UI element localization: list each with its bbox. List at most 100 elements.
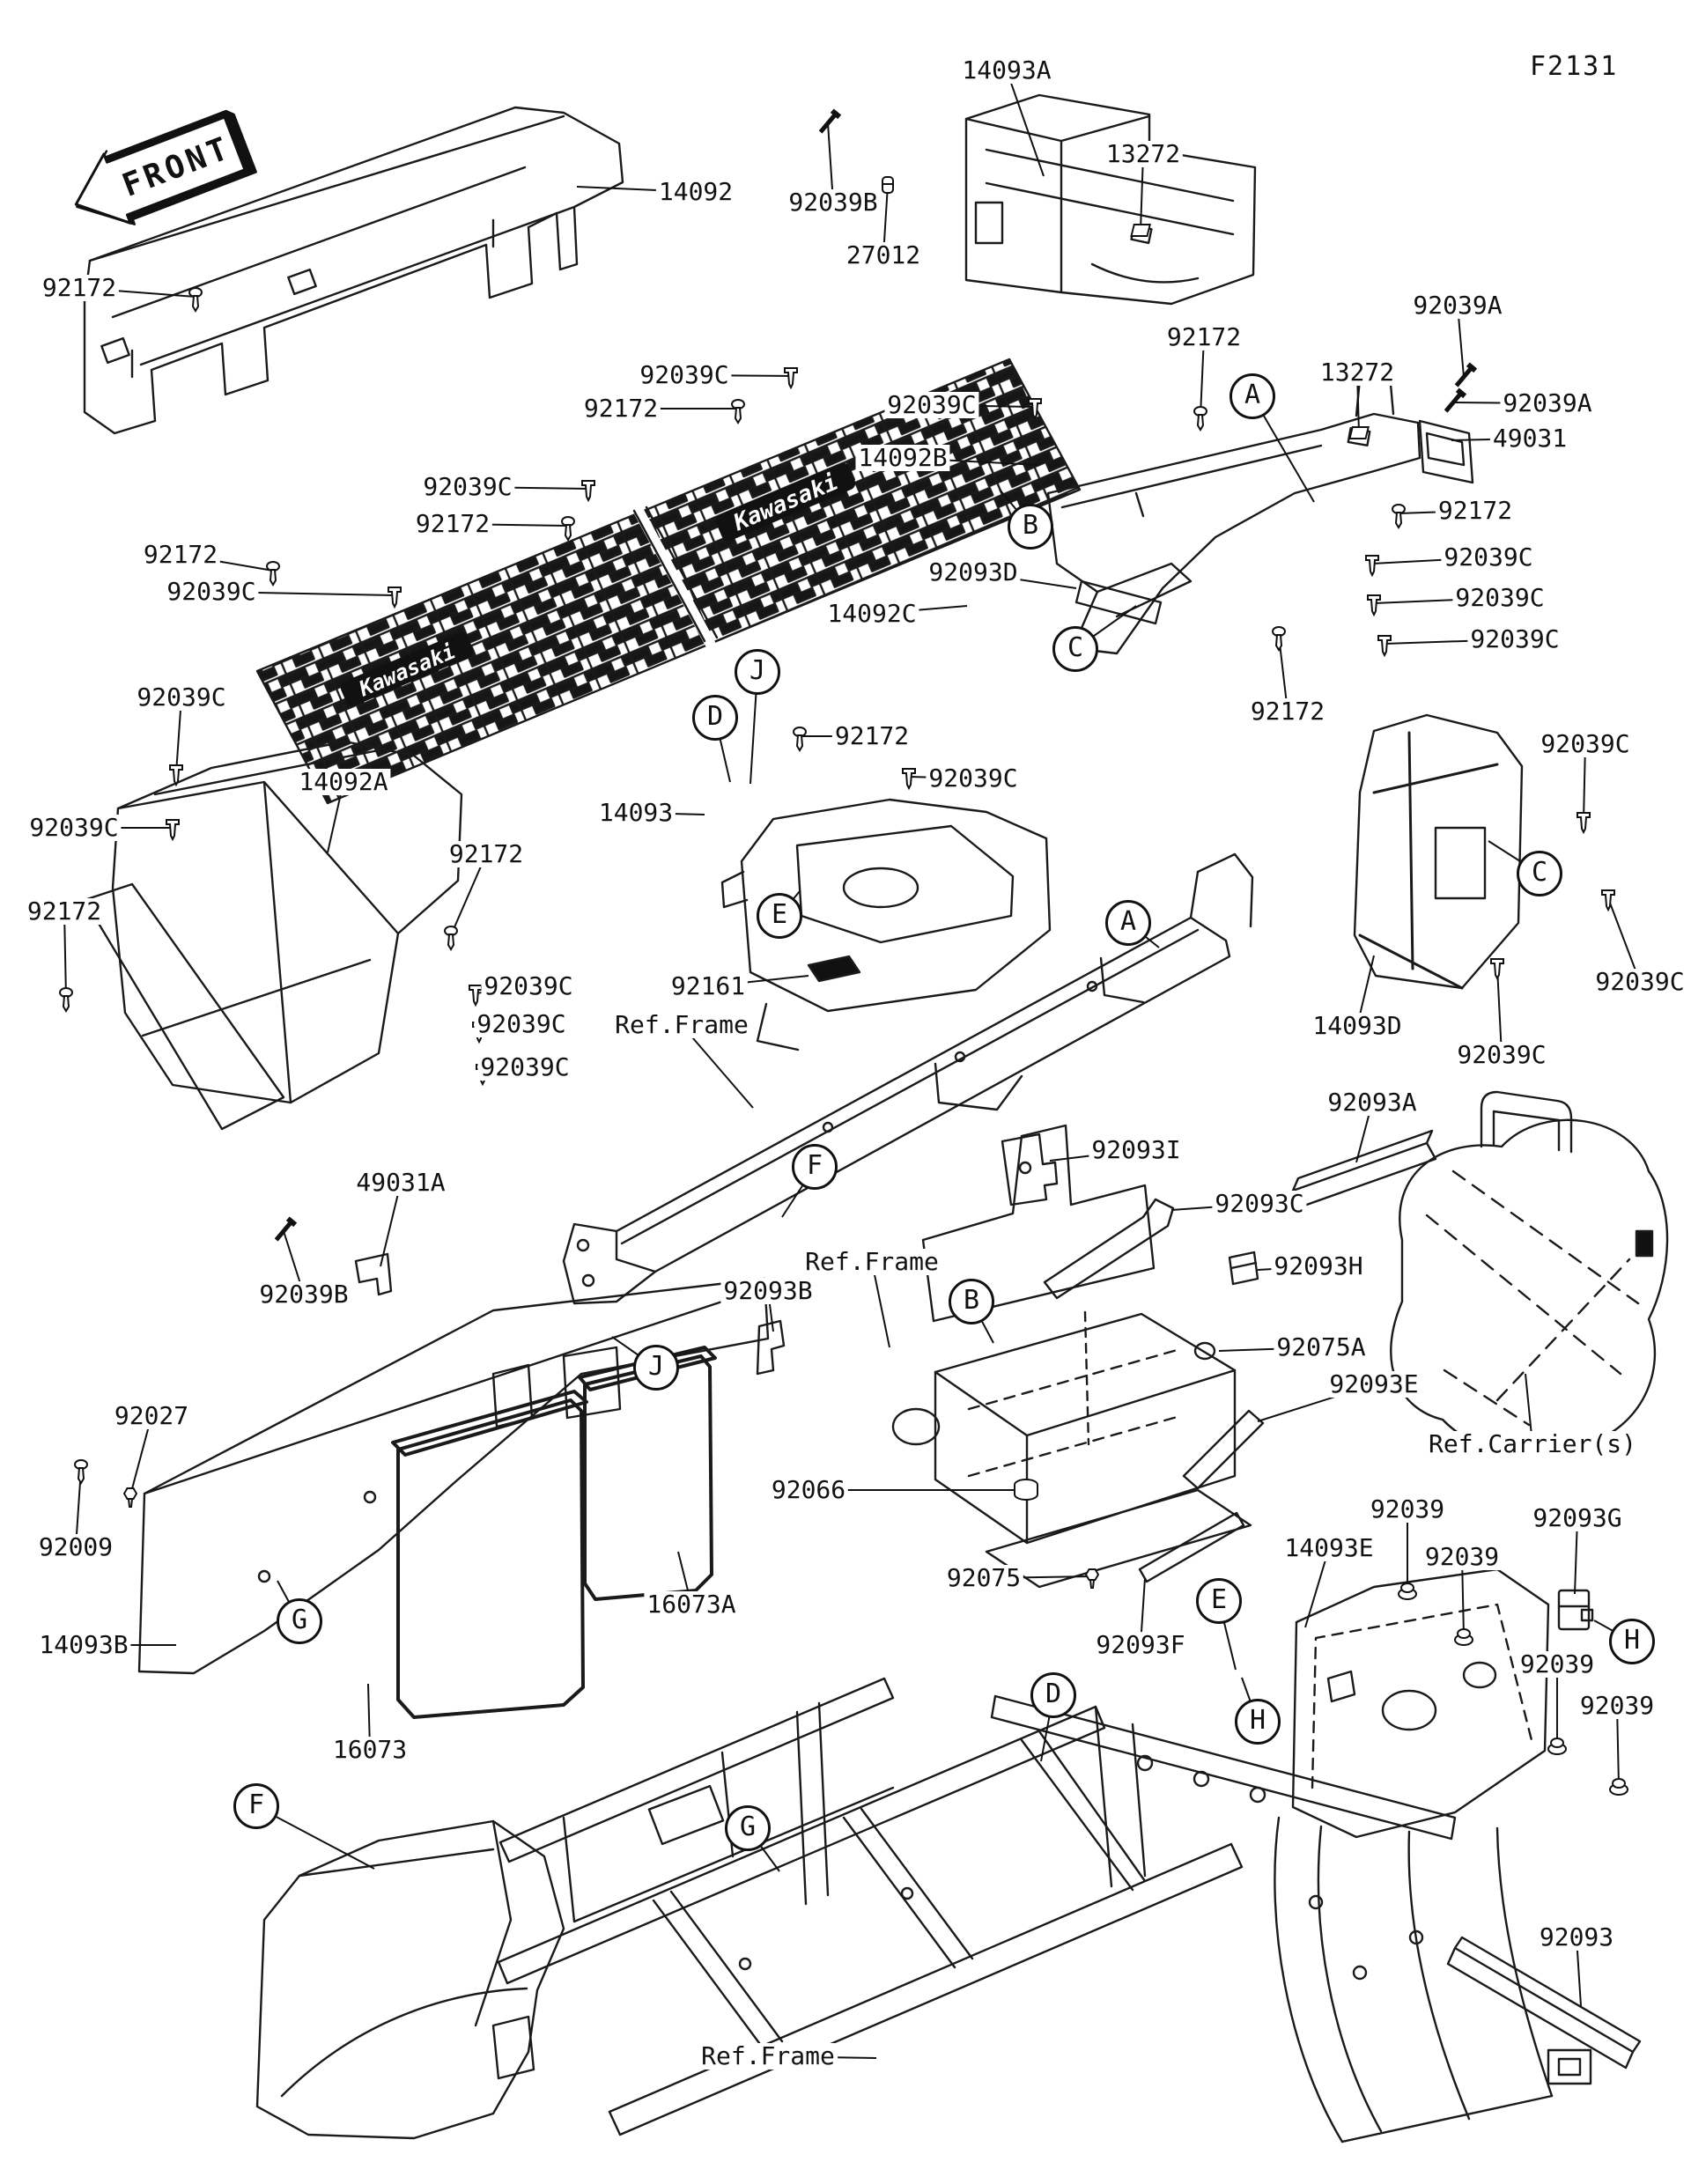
callout-E: E [757, 893, 802, 939]
part-number-label: 92039C [926, 765, 1021, 792]
rivet-icon [1577, 812, 1591, 835]
part-number-label: 92093G [1530, 1505, 1625, 1531]
rivet-icon [1377, 635, 1392, 658]
screw-icon [1193, 406, 1207, 432]
part-number-label: 92039A [1410, 292, 1505, 319]
part-number-label: 14093 [595, 800, 676, 826]
callout-B: B [949, 1279, 994, 1324]
part-number-label: 14093D [1310, 1013, 1405, 1039]
part-number-label: 92039C [164, 579, 259, 605]
callout-A: A [1229, 373, 1275, 419]
callout-D: D [692, 695, 738, 741]
leader-line [1461, 1556, 1465, 1637]
part-number-label: 92039A [1500, 390, 1595, 417]
part-number-label: 49031 [1489, 425, 1570, 452]
part-number-label: 92172 [140, 542, 221, 568]
part-number-label: 92039C [884, 392, 979, 418]
part-number-label: 92172 [412, 511, 493, 537]
plate-icon [1348, 426, 1370, 439]
part-number-label: 92039C [477, 1054, 572, 1081]
rivet-icon [1365, 555, 1379, 578]
rivet-icon [1028, 398, 1042, 421]
part-92075a-washer [1193, 1341, 1216, 1361]
front-arrow: FRONT [74, 109, 257, 225]
nut-icon [1398, 1583, 1417, 1600]
part-main-frame [497, 1677, 1592, 2143]
screw-icon [59, 987, 73, 1013]
part-number-label: 92039C [1454, 1042, 1549, 1068]
screw-icon [731, 399, 745, 424]
screw-icon [793, 727, 807, 752]
part-14092a-cover [83, 740, 463, 1131]
part-number-label: 14093E [1281, 1535, 1377, 1561]
screw-icon [266, 561, 280, 587]
part-ref-carrier [1390, 1090, 1669, 1456]
rivet-icon [902, 768, 916, 791]
part-number-label: 92039B [786, 189, 881, 216]
leader-line [1006, 70, 1045, 177]
part-number-label: 92039C [26, 815, 122, 841]
part-number-label: 92093D [926, 559, 1021, 586]
rivet-icon [1490, 958, 1504, 981]
callout-G: G [725, 1805, 771, 1851]
callout-J: J [735, 649, 780, 695]
part-number-label: 92075 [943, 1565, 1024, 1591]
part-number-label: 92093B [720, 1278, 816, 1304]
part-number-label: 92172 [831, 723, 912, 749]
part-92093b-hook [756, 1319, 786, 1376]
part-number-label: 92039C [474, 1011, 569, 1037]
part-number-label: 92039 [1517, 1651, 1598, 1678]
part-number-label: 92172 [39, 275, 120, 301]
rivet-icon [1601, 889, 1615, 912]
part-number-label: 92039C [637, 362, 732, 388]
callout-F: F [792, 1144, 838, 1190]
part-number-label: 92093E [1326, 1371, 1421, 1398]
part-number-label: 92093F [1093, 1632, 1188, 1658]
leader-line [871, 1261, 890, 1348]
callout-B: B [1008, 504, 1053, 550]
part-number-label: 92039 [1577, 1693, 1658, 1719]
part-number-label: 92075A [1274, 1334, 1369, 1361]
callout-H: H [1609, 1619, 1655, 1664]
callout-C: C [1517, 851, 1562, 896]
part-92093d-strip [1074, 579, 1163, 625]
leader-line [1304, 1547, 1330, 1628]
screw-icon [444, 926, 458, 951]
leader-line [380, 1182, 402, 1267]
leader-line [129, 1415, 152, 1496]
part-number-label: 92039C [134, 684, 229, 711]
part-number-label: 13272 [1103, 141, 1184, 167]
part-92093f-strip [1138, 1511, 1245, 1583]
part-number-label: 92093A [1325, 1089, 1420, 1116]
part-number-label: 92039C [1592, 969, 1687, 995]
reference-label: Ref.Carrier(s) [1425, 1431, 1640, 1457]
part-14092-panel [83, 106, 624, 435]
part-number-label: 16073 [329, 1737, 410, 1763]
part-number-label: 14092A [296, 769, 391, 795]
rivet-icon [169, 764, 183, 787]
page-code: F2131 [1530, 51, 1619, 82]
screw-icon [1392, 504, 1406, 529]
reference-label: Ref.Frame [802, 1249, 941, 1275]
leader-line [681, 1024, 754, 1109]
part-number-label: 92039B [256, 1281, 351, 1308]
callout-D: D [1030, 1672, 1076, 1718]
rivet-icon [581, 480, 595, 503]
rivet-icon [388, 587, 402, 609]
screw-icon [561, 516, 575, 542]
part-92093i-bracket [1001, 1133, 1059, 1206]
nut-icon [1609, 1778, 1628, 1796]
part-number-label: 92039C [1441, 544, 1536, 571]
part-number-label: 92009 [35, 1534, 116, 1561]
part-number-label: 92172 [1163, 324, 1244, 350]
part-14093c-cover [255, 1819, 565, 2140]
reference-label: Ref.Frame [698, 2043, 838, 2070]
part-number-label: 92172 [1247, 698, 1328, 725]
part-92161-damper [807, 955, 861, 983]
part-number-label: 27012 [843, 242, 924, 269]
rivet-icon [784, 367, 798, 390]
rivet-icon [166, 819, 180, 842]
plate-icon [1130, 224, 1151, 237]
part-number-label: 49031A [353, 1169, 448, 1196]
